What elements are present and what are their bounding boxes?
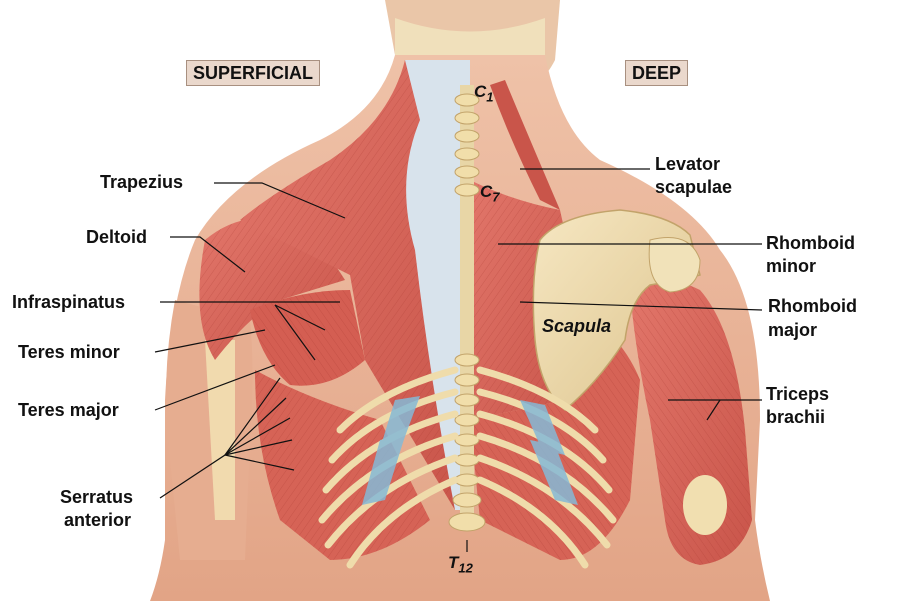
label-c7: C7 [480, 182, 500, 204]
intercostal-cartilage [362, 396, 578, 505]
label-c7-number: 7 [492, 189, 500, 205]
label-serratus-2: anterior [64, 510, 132, 530]
leader-triceps-2 [706, 399, 721, 421]
leader-infra-3 [274, 304, 316, 361]
label-t12-number: 12 [458, 560, 473, 576]
label-t12: T12 [448, 553, 473, 575]
label-c7-letter: C [480, 182, 493, 201]
skull-base [395, 18, 545, 63]
label-levator-2: scapulae [655, 177, 733, 197]
label-t12-letter: T [448, 553, 459, 572]
label-c1-letter: C [474, 82, 487, 101]
label-rhomboid-major-2: major [768, 320, 818, 340]
label-trapezius: Trapezius [100, 172, 184, 192]
leader-serratus-c [224, 417, 291, 456]
trapezius-tendon [405, 60, 470, 510]
leader-serratus-e [224, 454, 295, 471]
leader-infra-2 [274, 304, 326, 331]
label-c1: C1 [474, 82, 494, 104]
label-deltoid: Deltoid [86, 227, 147, 247]
label-c1-number: 1 [486, 89, 494, 105]
leader-rhomboid-major [519, 301, 763, 311]
leader-teres-minor [154, 329, 266, 353]
label-triceps-1: Triceps [766, 384, 830, 404]
label-teres-major: Teres major [18, 400, 119, 420]
left-humerus [205, 340, 235, 520]
label-infraspinatus: Infraspinatus [12, 292, 126, 312]
label-rhomboid-major-1: Rhomboid [768, 296, 857, 316]
label-rhomboid-minor-1: Rhomboid [766, 233, 855, 253]
label-scapula: Scapula [542, 316, 612, 336]
superficial-tag: SUPERFICIAL [186, 60, 321, 86]
leader-serratus-b [224, 397, 287, 456]
leader-lines [154, 168, 763, 552]
leader-serratus-d [224, 439, 293, 456]
rib-cage [318, 366, 617, 569]
label-triceps-2: brachii [766, 407, 826, 427]
vertebral-column [448, 85, 486, 532]
label-rhomboid-minor-2: minor [766, 256, 817, 276]
humeral-head [648, 237, 701, 293]
elbow [683, 475, 727, 535]
label-serratus-1: Serratus [60, 487, 134, 507]
label-levator-1: Levator [655, 154, 721, 174]
leader-teres-major [154, 364, 276, 411]
label-teres-minor: Teres minor [18, 342, 120, 362]
leader-deltoid [170, 236, 246, 273]
levator-muscle [490, 80, 560, 210]
deep-tag: DEEP [625, 60, 689, 86]
leader-trapezius [214, 182, 346, 219]
